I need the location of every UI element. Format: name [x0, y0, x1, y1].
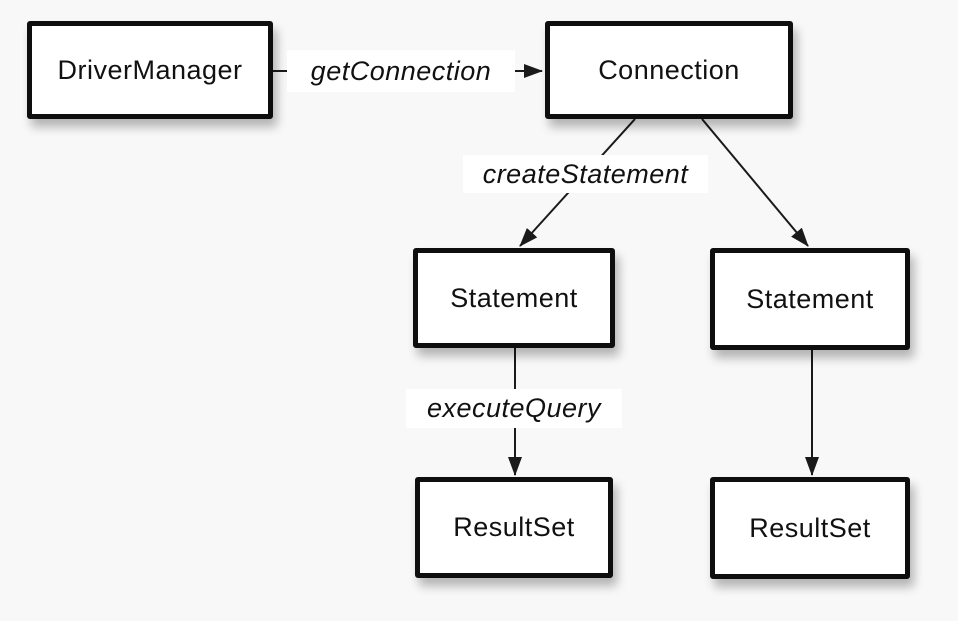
node-resultset-left[interactable]: ResultSet [415, 477, 613, 578]
node-statement-right-label: Statement [746, 283, 874, 314]
node-resultset-right[interactable]: ResultSet [710, 477, 910, 579]
edge-label-executequery: executeQuery [406, 389, 622, 428]
edge-label-getconnection: getConnection [287, 50, 515, 92]
edge-label-createstatement: createStatement [463, 155, 708, 193]
node-statement-left[interactable]: Statement [413, 248, 615, 348]
node-connection[interactable]: Connection [545, 21, 793, 119]
node-driver-manager-label: DriverManager [57, 54, 243, 85]
node-driver-manager[interactable]: DriverManager [27, 21, 273, 119]
node-resultset-right-label: ResultSet [749, 512, 871, 543]
node-resultset-left-label: ResultSet [453, 512, 575, 542]
node-statement-right[interactable]: Statement [710, 248, 910, 350]
node-statement-left-label: Statement [450, 282, 578, 313]
edge-connection-to-statement-right-arrow [701, 118, 809, 247]
node-connection-label: Connection [598, 54, 740, 85]
